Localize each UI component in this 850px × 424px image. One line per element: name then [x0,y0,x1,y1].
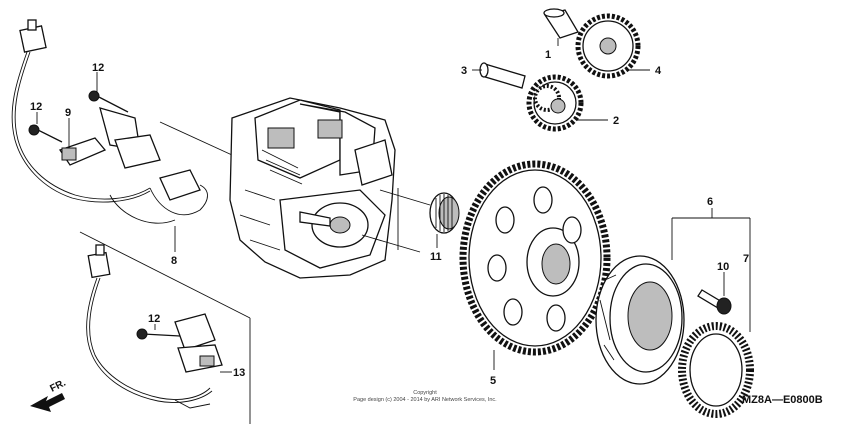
cylinder-fins-front [267,127,295,149]
harness-wire-lower [89,277,211,400]
reduction-gear-2 [526,74,584,132]
shaft-1-end [543,8,565,18]
gear-5-window-5 [503,298,523,326]
connector-tab-lower [95,244,105,256]
needle-bearing-11 [429,192,460,234]
cylinder-fins-rear [317,119,343,139]
sensor-9-body [61,147,77,161]
callout-10: 10 [717,261,729,273]
shaft-1 [543,8,579,39]
callout-7: 7 [743,253,749,265]
shaft-stub [299,211,331,227]
harness-wire-upper [14,51,151,200]
copyright-line-2: Page design (c) 2004 - 2014 by ARI Netwo… [353,397,497,403]
frame-line-left [79,231,251,319]
gear-5-hub-bore [541,243,571,285]
gear-5-window-4 [487,254,507,282]
gear-4-hub [599,37,617,55]
sensor-8-lead [149,184,208,216]
copyright-line-1: Copyright [413,390,437,396]
one-way-clutch-7 [678,322,754,418]
leaders-upper-left [36,72,176,252]
starter-clutch-6 [595,255,685,385]
shaft-3-body [481,63,526,89]
sensor-13-bracket [174,313,216,351]
callout-8: 8 [171,255,177,267]
callout-1: 1 [545,49,551,61]
engine-detail-lines [239,189,281,251]
bolt-12-top-shank [94,94,129,113]
callout-11: 11 [430,251,442,263]
shaft-3 [479,62,526,89]
direction-label: FR. [48,377,68,394]
bolt-12-left-head [28,124,40,136]
bearing-needles [435,194,453,232]
bolt-10 [697,289,732,315]
bolt-12-lower-head [136,328,148,340]
callout-4: 4 [655,65,662,77]
sensor-8-lead-2 [109,194,176,224]
engine-side-boss [354,139,393,186]
sensor-housing [114,134,161,169]
starter-driven-gear-5 [459,160,611,356]
gear-5-window-6 [546,304,566,332]
wire-clip [174,399,211,409]
guide-line-2 [379,189,431,206]
cooling-fins [261,149,303,185]
callout-6: 6 [707,196,713,208]
guide-line-1 [361,234,421,253]
sensor-8 [159,169,201,201]
callout-2: 2 [613,115,619,127]
gear-5-window-1 [495,206,515,234]
connector-plug-lower [87,251,111,279]
sprag-inner [689,333,743,407]
bearing-inner [438,196,460,230]
gear-2-hub [550,98,566,114]
callout-12-lower: 12 [148,313,160,325]
callout-12-left: 12 [30,101,42,113]
callout-3: 3 [461,65,467,77]
gear-5-window-2 [533,186,553,214]
idle-gear-4 [575,13,641,79]
diagram-code: MZ8A—E0800B [742,394,823,406]
callout-12-top: 12 [92,62,104,74]
frame-line-upper [159,121,233,156]
pulse-generator-harness-upper [11,19,208,224]
clutch-center [627,281,673,351]
crankshaft-end [329,216,351,234]
pulse-generator-harness-lower [86,244,223,409]
callout-5: 5 [490,375,496,387]
sensor-13-body [199,355,215,367]
arrow-icon [30,393,65,412]
harness-wire-lower-outline [86,277,213,403]
callout-9: 9 [65,107,71,119]
harness-wire-upper-outline [11,51,151,203]
bolt-12-top-head [88,90,100,102]
clutch-details [599,274,617,361]
engine-block [229,97,396,279]
callout-13: 13 [233,367,245,379]
bolt-10-head [716,297,732,315]
gear-5-window-3 [562,216,582,244]
bolt-12-lower-shank [142,333,181,337]
connector-tab [27,19,37,31]
front-direction-arrow: FR. [30,377,68,412]
